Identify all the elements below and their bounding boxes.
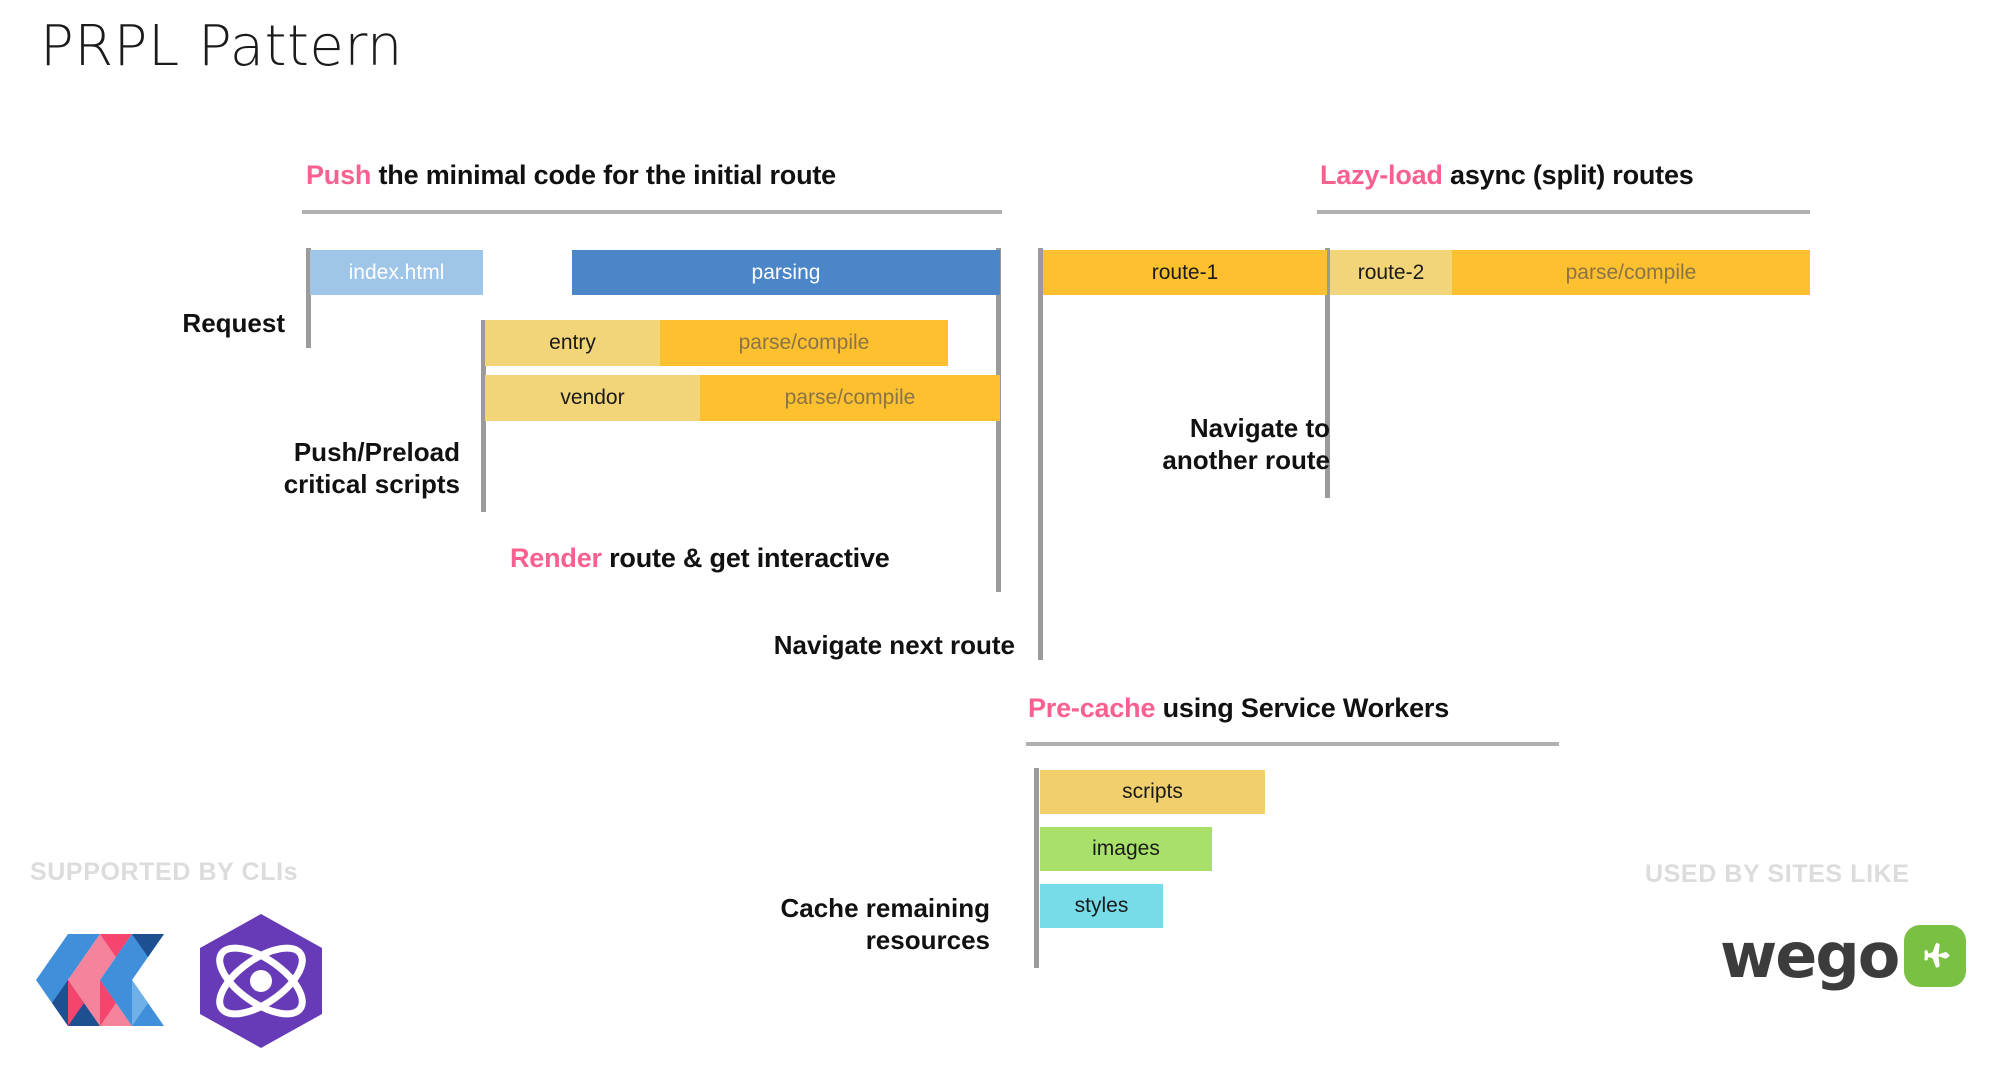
section-heading-lazy-load: Lazy-load async (split) routes xyxy=(1320,160,1694,191)
bar-styles[interactable]: styles xyxy=(1040,884,1163,928)
bar-segment-entry: entry xyxy=(485,320,660,366)
section-heading-render-rest: route & get interactive xyxy=(601,543,890,573)
bar-entry[interactable]: entry parse/compile xyxy=(485,320,948,366)
airplane-icon xyxy=(1924,942,1950,968)
bar-vendor[interactable]: vendor parse/compile xyxy=(485,375,1000,421)
wego-wordmark: wego xyxy=(1720,919,1900,992)
supported-by-label: SUPPORTED BY CLIs xyxy=(30,858,299,886)
bar-route-2[interactable]: route-2 parse/compile xyxy=(1330,250,1810,295)
preact-logo-icon xyxy=(200,914,322,1048)
preact-logo xyxy=(196,912,326,1050)
polymer-logo-icon xyxy=(36,934,164,1026)
bar-segment-index-html: index.html xyxy=(310,250,483,295)
section-heading-pre-cache-accent: Pre-cache xyxy=(1028,693,1156,723)
section-heading-render: Render route & get interactive xyxy=(510,543,890,574)
page-title: PRPL Pattern xyxy=(40,14,403,79)
section-rule-pre-cache xyxy=(1026,742,1559,746)
tick-line-cache-remaining xyxy=(1034,768,1039,968)
bar-index-html[interactable]: index.html xyxy=(310,250,483,295)
bar-scripts[interactable]: scripts xyxy=(1040,770,1265,814)
bar-segment-entry-parse-compile: parse/compile xyxy=(660,320,948,366)
stage-label-navigate-next-route: Navigate next route xyxy=(773,630,1015,660)
bar-segment-scripts: scripts xyxy=(1040,770,1265,814)
tick-line-navigate-next-route xyxy=(1038,248,1043,660)
tick-line-navigate-another-route xyxy=(1325,248,1330,498)
section-heading-push-accent: Push xyxy=(306,160,372,190)
tick-line-push-preload xyxy=(481,320,486,512)
wego-logo: wego xyxy=(1720,919,1967,992)
section-rule-lazy-load xyxy=(1317,210,1810,214)
bar-route-1[interactable]: route-1 xyxy=(1043,250,1327,295)
wego-badge xyxy=(1904,925,1967,987)
bar-segment-route-2-parse-compile: parse/compile xyxy=(1452,250,1810,295)
stage-label-request: Request xyxy=(182,308,285,338)
bar-segment-images: images xyxy=(1040,827,1212,871)
section-heading-pre-cache-rest: using Service Workers xyxy=(1155,693,1450,723)
section-heading-pre-cache: Pre-cache using Service Workers xyxy=(1028,693,1449,724)
section-heading-push: Push the minimal code for the initial ro… xyxy=(306,160,836,191)
stage-label-push-preload: Push/Preload critical scripts xyxy=(283,437,460,499)
stage-label-navigate-another-route: Navigate to another route xyxy=(1162,413,1330,475)
stage-label-cache-remaining: Cache remaining resources xyxy=(780,893,990,955)
bar-segment-parsing: parsing xyxy=(572,250,1000,295)
bar-segment-styles: styles xyxy=(1040,884,1163,928)
bar-segment-vendor-parse-compile: parse/compile xyxy=(700,375,1000,421)
section-heading-lazy-load-rest: async (split) routes xyxy=(1442,160,1694,190)
used-by-label: USED BY SITES LIKE xyxy=(1645,860,1910,888)
bar-segment-vendor: vendor xyxy=(485,375,700,421)
bar-segment-route-2: route-2 xyxy=(1330,250,1452,295)
bar-parsing[interactable]: parsing xyxy=(572,250,1000,295)
polymer-logo xyxy=(36,920,166,1040)
bar-images[interactable]: images xyxy=(1040,827,1212,871)
section-heading-lazy-load-accent: Lazy-load xyxy=(1320,160,1443,190)
bar-segment-route-1: route-1 xyxy=(1043,250,1327,295)
section-heading-push-rest: the minimal code for the initial route xyxy=(371,160,837,190)
section-rule-push xyxy=(302,210,1002,214)
section-heading-render-accent: Render xyxy=(510,543,602,573)
tick-line-request xyxy=(306,248,311,348)
